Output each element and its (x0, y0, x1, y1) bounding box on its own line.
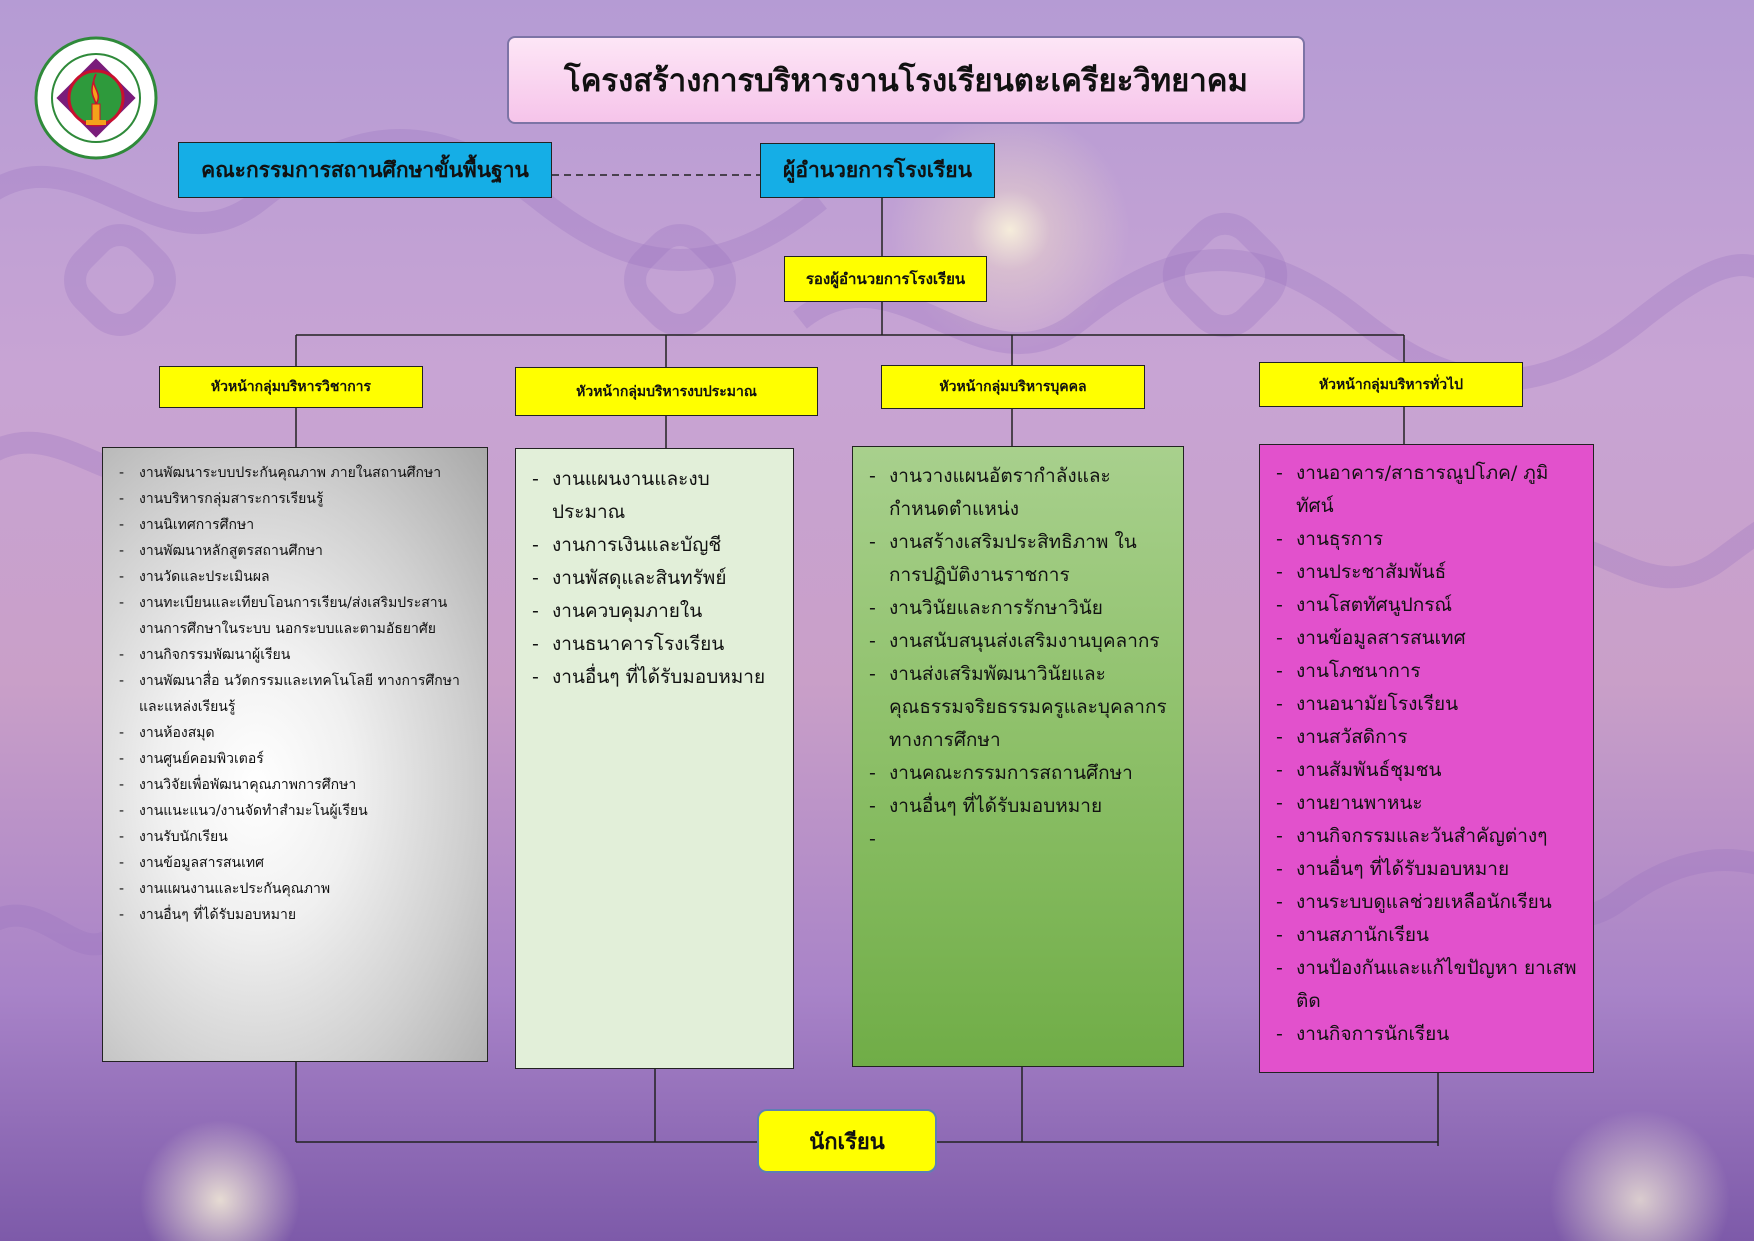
group-head-budget: หัวหน้ากลุ่มบริหารงบประมาณ (515, 367, 818, 416)
budget-task-list: งานแผนงานและงบประมาณงานการเงินและบัญชีงา… (515, 448, 794, 1069)
task-item: งานประชาสัมพันธ์ (1274, 556, 1579, 589)
task-item: งานห้องสมุด (117, 720, 473, 746)
task-item: งานกิจกรรมพัฒนาผู้เรียน (117, 642, 473, 668)
task-item: งานอนามัยโรงเรียน (1274, 688, 1579, 721)
group-head-academic: หัวหน้ากลุ่มบริหารวิชาการ (159, 366, 423, 408)
director-label: ผู้อำนวยการโรงเรียน (783, 158, 972, 182)
task-item: งานบริหารกลุ่มสาระการเรียนรู้ (117, 486, 473, 512)
task-item: งานนิเทศการศึกษา (117, 512, 473, 538)
school-logo (34, 36, 158, 160)
general-task-list: งานอาคาร/สาธารณูปโภค/ ภูมิทัศน์งานธุรการ… (1259, 444, 1594, 1073)
task-item: งานสวัสดิการ (1274, 721, 1579, 754)
students-label: นักเรียน (809, 1129, 885, 1155)
group-head-personnel: หัวหน้ากลุ่มบริหารบุคคล (881, 365, 1145, 409)
task-item: งานแนะแนว/งานจัดทำสำมะโนผู้เรียน (117, 798, 473, 824)
personnel-task-list: งานวางแผนอัตรากำลังและ กำหนดตำแหน่งงานสร… (852, 446, 1184, 1067)
task-item: งานอื่นๆ ที่ได้รับมอบหมาย (1274, 853, 1579, 886)
task-item: งานป้องกันและแก้ไขปัญหา ยาเสพติด (1274, 952, 1579, 1018)
task-item: งานกิจการนักเรียน (1274, 1018, 1579, 1051)
task-item: งานอาคาร/สาธารณูปโภค/ ภูมิทัศน์ (1274, 457, 1579, 523)
task-item: งานทะเบียนและเทียบโอนการเรียน/ส่งเสริมปร… (117, 590, 473, 642)
task-item: งานแผนงานและประกันคุณภาพ (117, 876, 473, 902)
task-item: งานระบบดูแลช่วยเหลือนักเรียน (1274, 886, 1579, 919)
task-item: งานพัฒนาหลักสูตรสถานศึกษา (117, 538, 473, 564)
group-head-label: หัวหน้ากลุ่มบริหารทั่วไป (1318, 376, 1464, 393)
task-item: งานรับนักเรียน (117, 824, 473, 850)
group-head-label: หัวหน้ากลุ่มบริหารงบประมาณ (576, 383, 757, 400)
task-item: งานวินัยและการรักษาวินัย (867, 592, 1169, 625)
task-item: งานวางแผนอัตรากำลังและ กำหนดตำแหน่ง (867, 460, 1169, 526)
task-item: งานข้อมูลสารสนเทศ (1274, 622, 1579, 655)
group-head-general: หัวหน้ากลุ่มบริหารทั่วไป (1259, 362, 1523, 407)
task-item: งานการเงินและบัญชี (530, 529, 779, 562)
task-item: งานพัสดุและสินทรัพย์ (530, 562, 779, 595)
academic-task-list: งานพัฒนาระบบประกันคุณภาพ ภายในสถานศึกษาง… (102, 447, 488, 1062)
deputy-box: รองผู้อำนวยการโรงเรียน (784, 256, 987, 302)
director-box: ผู้อำนวยการโรงเรียน (760, 143, 995, 198)
task-item: งานวัดและประเมินผล (117, 564, 473, 590)
task-item: งานธุรการ (1274, 523, 1579, 556)
task-item: งานสนับสนุนส่งเสริมงานบุคลากร (867, 625, 1169, 658)
chart-title: โครงสร้างการบริหารงานโรงเรียนตะเครียะวิท… (507, 36, 1305, 124)
committee-box: คณะกรรมการสถานศึกษาขั้นพื้นฐาน (178, 142, 552, 198)
task-item: งานแผนงานและงบประมาณ (530, 463, 779, 529)
task-item: งานพัฒนาสื่อ นวัตกรรมและเทคโนโลยี ทางการ… (117, 668, 473, 720)
task-item: งานอื่นๆ ที่ได้รับมอบหมาย (530, 661, 779, 694)
task-item: งานโภชนาการ (1274, 655, 1579, 688)
task-item: งานสัมพันธ์ชุมชน (1274, 754, 1579, 787)
task-item: งานสภานักเรียน (1274, 919, 1579, 952)
students-box: นักเรียน (757, 1109, 937, 1173)
task-item: งานข้อมูลสารสนเทศ (117, 850, 473, 876)
task-item: งานธนาคารโรงเรียน (530, 628, 779, 661)
group-head-label: หัวหน้ากลุ่มบริหารวิชาการ (210, 379, 372, 395)
task-item: งานศูนย์คอมพิวเตอร์ (117, 746, 473, 772)
task-item: งานอื่นๆ ที่ได้รับมอบหมาย (117, 902, 473, 928)
chart-title-text: โครงสร้างการบริหารงานโรงเรียนตะเครียะวิท… (564, 63, 1248, 99)
task-item: งานอื่นๆ ที่ได้รับมอบหมาย (867, 790, 1169, 823)
task-item: งานพัฒนาระบบประกันคุณภาพ ภายในสถานศึกษา (117, 460, 473, 486)
task-item: งานวิจัยเพื่อพัฒนาคุณภาพการศึกษา (117, 772, 473, 798)
task-item: งานส่งเสริมพัฒนาวินัยและ คุณธรรมจริยธรรม… (867, 658, 1169, 757)
committee-label: คณะกรรมการสถานศึกษาขั้นพื้นฐาน (201, 157, 529, 182)
task-item: งานคณะกรรมการสถานศึกษา (867, 757, 1169, 790)
task-item: งานสร้างเสริมประสิทธิภาพ ในการปฏิบัติงาน… (867, 526, 1169, 592)
task-item: งานกิจกรรมและวันสำคัญต่างๆ (1274, 820, 1579, 853)
task-item: งานยานพาหนะ (1274, 787, 1579, 820)
deputy-label: รองผู้อำนวยการโรงเรียน (805, 270, 966, 288)
task-item: งานโสตทัศนูปกรณ์ (1274, 589, 1579, 622)
school-logo-emblem (34, 36, 158, 160)
group-head-label: หัวหน้ากลุ่มบริหารบุคคล (939, 379, 1087, 395)
task-item: งานควบคุมภายใน (530, 595, 779, 628)
